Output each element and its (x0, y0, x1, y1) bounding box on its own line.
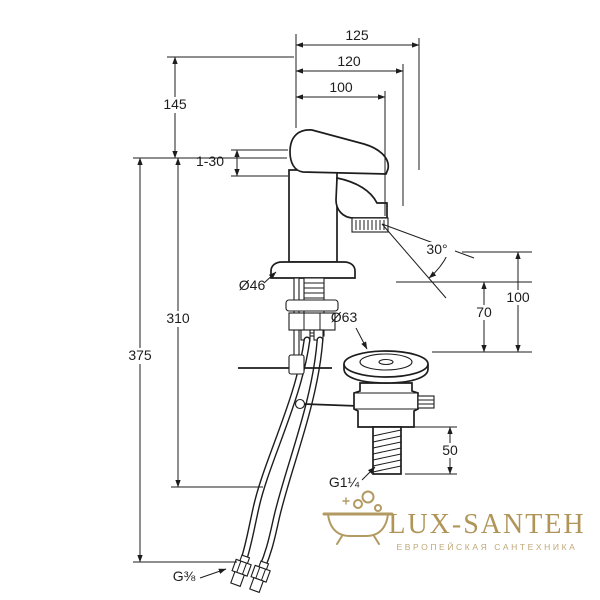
watermark-tagline: ЕВРОПЕЙСКАЯ САНТЕХНИКА (397, 541, 578, 552)
faucet-outline (270, 129, 390, 279)
dim-top-100: 100 (329, 79, 353, 95)
dim-height-375: 375 (128, 347, 152, 363)
watermark: LUX-SANTEH ЕВРОПЕЙСКАЯ САНТЕХНИКА (322, 490, 585, 552)
supply-hoses (230, 336, 324, 594)
tailpiece-threads (372, 429, 402, 473)
waste-lever (303, 403, 359, 407)
dim-top-120: 120 (337, 53, 361, 69)
bathtub-icon (322, 490, 394, 545)
dim-diameter-63: Ø63 (331, 309, 358, 325)
dim-diameter-46: Ø46 (239, 277, 266, 293)
waste-body (353, 382, 419, 428)
waste-side-port (417, 395, 435, 409)
lever-handle (289, 129, 390, 175)
pop-up-waste (294, 350, 435, 475)
dim-height-70: 70 (476, 304, 492, 320)
aerator-hatch (355, 220, 385, 230)
label-backdrops (121, 97, 535, 458)
dim-clamp-1-30: 1-30 (196, 153, 224, 169)
thread-label-g1-1-4: G1¼ (329, 474, 360, 490)
hose-fitting (230, 554, 252, 588)
watermark-brand: LUX-SANTEH (388, 509, 585, 540)
dim-height-100-right: 100 (506, 289, 530, 305)
dim-top-125: 125 (345, 27, 369, 43)
dim-height-310: 310 (166, 310, 190, 326)
dimension-labels: 125 120 100 145 1-30 Ø46 310 375 30° 70 … (128, 27, 530, 584)
dim-height-50: 50 (442, 442, 458, 458)
horseshoe-washer (285, 299, 339, 312)
mounting-nut (288, 312, 336, 331)
hose-fitting (249, 560, 271, 594)
thread-label-g3-8: G⅜ (173, 568, 196, 584)
dim-angle-30: 30° (426, 241, 447, 257)
faucet-base (270, 261, 356, 279)
dim-height-145: 145 (163, 96, 187, 112)
pop-up-linkage (238, 354, 332, 375)
rod-joint (288, 354, 305, 375)
lever-ball (294, 398, 306, 410)
